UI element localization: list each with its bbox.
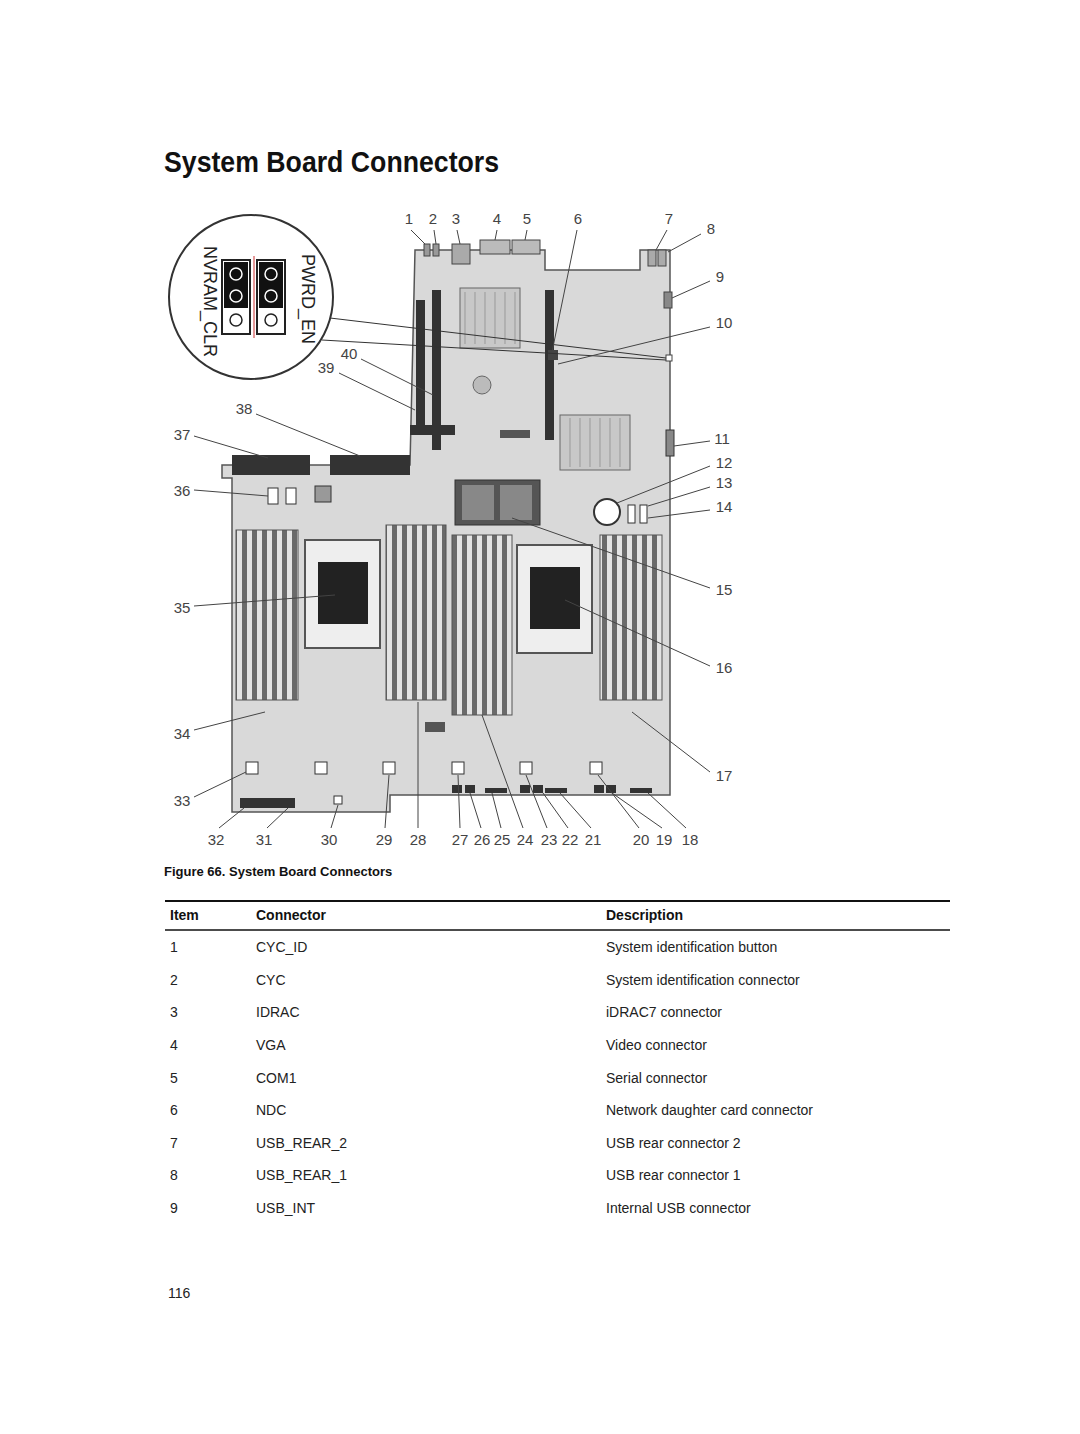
table-cell: 6 xyxy=(170,1102,178,1118)
table-cell: 3 xyxy=(170,1004,178,1020)
table-cell: 4 xyxy=(170,1037,178,1053)
callout-number: 27 xyxy=(452,831,469,848)
callout-number: 30 xyxy=(321,831,338,848)
table-cell: Network daughter card connector xyxy=(606,1102,813,1118)
callout-number: 40 xyxy=(341,345,358,362)
callout-number: 15 xyxy=(716,581,733,598)
callout-number: 35 xyxy=(174,599,191,616)
callout-number: 17 xyxy=(716,767,733,784)
callout-number: 20 xyxy=(633,831,650,848)
table-header: Connector xyxy=(256,907,326,923)
callout-number: 19 xyxy=(656,831,673,848)
callout-number: 26 xyxy=(474,831,491,848)
callout-number: 22 xyxy=(562,831,579,848)
table-cell: USB rear connector 2 xyxy=(606,1135,741,1151)
table-cell: Serial connector xyxy=(606,1070,707,1086)
table-cell: USB_REAR_2 xyxy=(256,1135,347,1151)
callout-number: 7 xyxy=(665,210,673,227)
table-header: Description xyxy=(606,907,683,923)
table-cell: System identification connector xyxy=(606,972,800,988)
table-cell: COM1 xyxy=(256,1070,296,1086)
callout-number: 32 xyxy=(208,831,225,848)
callout-number: 34 xyxy=(174,725,191,742)
table-cell: NDC xyxy=(256,1102,286,1118)
table-cell: iDRAC7 connector xyxy=(606,1004,722,1020)
callout-number: 24 xyxy=(517,831,534,848)
callout-number: 39 xyxy=(318,359,335,376)
table-header: Item xyxy=(170,907,199,923)
table-cell: USB_REAR_1 xyxy=(256,1167,347,1183)
callout-number: 36 xyxy=(174,482,191,499)
table-cell: 7 xyxy=(170,1135,178,1151)
callout-number: 11 xyxy=(714,430,730,447)
page-number: 116 xyxy=(168,1285,190,1301)
callout-number: 38 xyxy=(236,400,253,417)
callout-number: 9 xyxy=(716,268,724,285)
callout-number: 37 xyxy=(174,426,191,443)
page-title: System Board Connectors xyxy=(164,146,499,179)
callout-number: 4 xyxy=(493,210,501,227)
callout-number: 33 xyxy=(174,792,191,809)
callout-number: 8 xyxy=(707,220,715,237)
callout-number: 5 xyxy=(523,210,531,227)
table-cell: CYC_ID xyxy=(256,939,307,955)
callout-number: 16 xyxy=(716,659,733,676)
callout-number: 28 xyxy=(410,831,427,848)
callout-number: 1 xyxy=(405,210,413,227)
table-cell: 5 xyxy=(170,1070,178,1086)
callout-number: 23 xyxy=(541,831,558,848)
jumper-name: PWRD_EN xyxy=(297,254,318,344)
callout-number: 21 xyxy=(585,831,602,848)
table-cell: 8 xyxy=(170,1167,178,1183)
table-cell: 2 xyxy=(170,972,178,988)
callout-number: 6 xyxy=(574,210,582,227)
callout-number: 3 xyxy=(452,210,460,227)
table-cell: CYC xyxy=(256,972,286,988)
callout-number: 12 xyxy=(716,454,733,471)
jumper-inset: PWRD_EN NVRAM_CLR xyxy=(168,214,334,380)
figure-caption: Figure 66. System Board Connectors xyxy=(164,864,392,879)
callout-number: 25 xyxy=(494,831,511,848)
table-cell: 1 xyxy=(170,939,178,955)
callout-number: 31 xyxy=(256,831,273,848)
table-cell: VGA xyxy=(256,1037,286,1053)
table-cell: System identification button xyxy=(606,939,777,955)
table-cell: Video connector xyxy=(606,1037,707,1053)
callout-number: 10 xyxy=(716,314,733,331)
table-cell: USB rear connector 1 xyxy=(606,1167,741,1183)
callout-number: 13 xyxy=(716,474,733,491)
table-cell: IDRAC xyxy=(256,1004,300,1020)
table-cell: 9 xyxy=(170,1200,178,1216)
callout-number: 2 xyxy=(429,210,437,227)
callout-number: 29 xyxy=(376,831,393,848)
jumper-name: NVRAM_CLR xyxy=(199,246,220,357)
table-cell: Internal USB connector xyxy=(606,1200,751,1216)
table-cell: USB_INT xyxy=(256,1200,315,1216)
callout-number: 14 xyxy=(716,498,733,515)
callout-number: 18 xyxy=(682,831,699,848)
